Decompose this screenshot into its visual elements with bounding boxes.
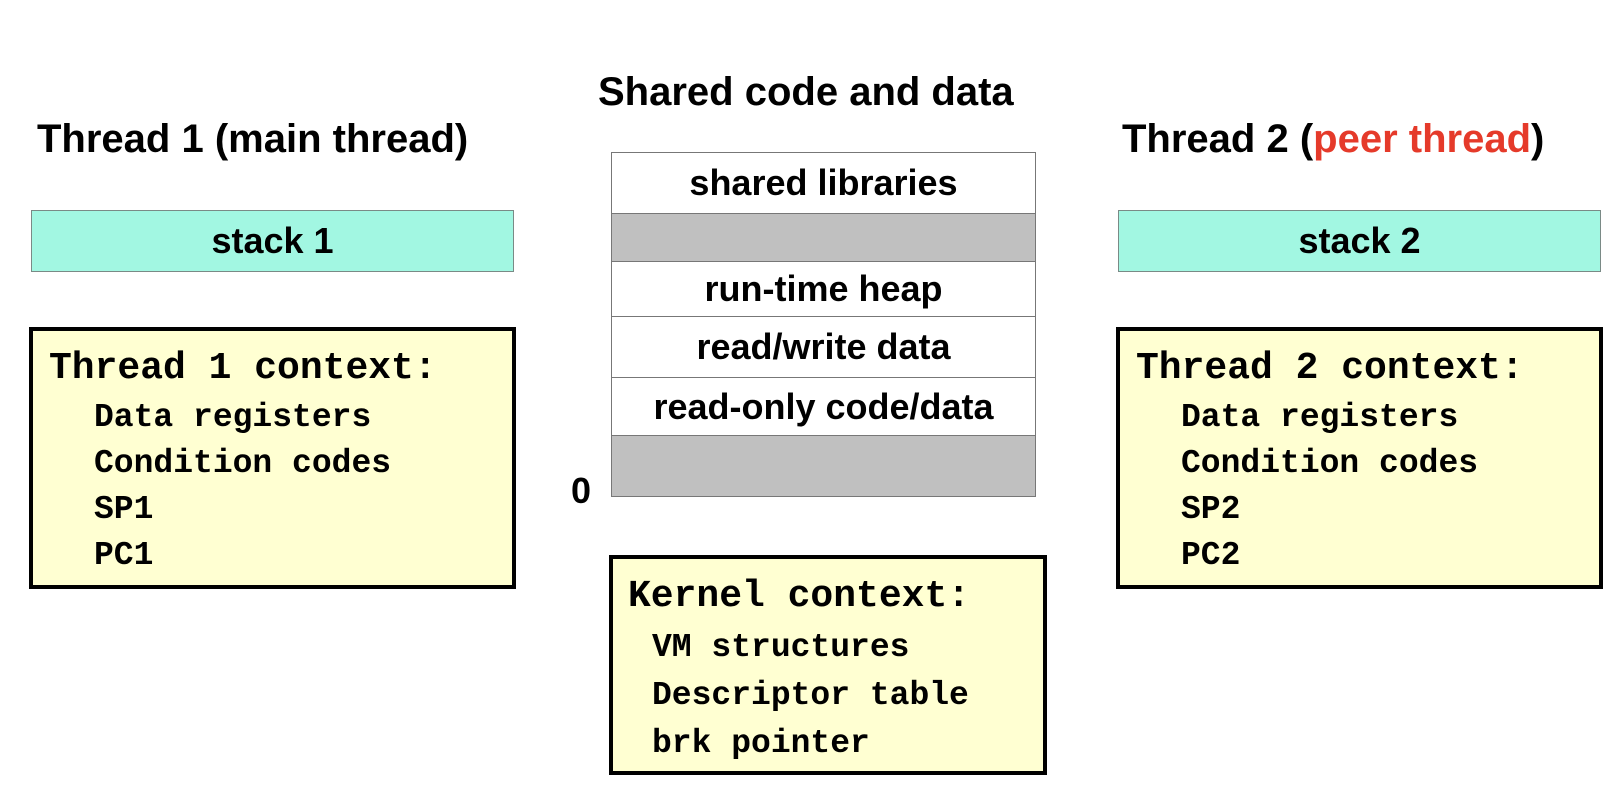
stack1-box: stack 1 <box>31 210 514 272</box>
segment-run-time-heap: run-time heap <box>612 262 1035 317</box>
thread2-context-title: Thread 2 context: <box>1136 347 1524 390</box>
stack2-label: stack 2 <box>1298 220 1421 261</box>
thread2-title-prefix: Thread 2 ( <box>1122 117 1314 161</box>
stack2-box: stack 2 <box>1118 210 1601 272</box>
thread1-context-box: Thread 1 context: Data registers Conditi… <box>29 327 516 589</box>
segment-read-only-code-data: read-only code/data <box>612 378 1035 436</box>
thread1-context-title: Thread 1 context: <box>49 347 437 390</box>
kernel-context-item: brk pointer <box>652 725 870 762</box>
thread2-context-item: PC2 <box>1181 537 1241 574</box>
segment-shared-libraries: shared libraries <box>612 153 1035 214</box>
kernel-context-title: Kernel context: <box>628 575 971 618</box>
thread2-title-suffix: ) <box>1531 117 1545 161</box>
thread1-title: Thread 1 (main thread) <box>37 117 469 161</box>
shared-title: Shared code and data <box>598 70 1014 114</box>
thread2-context-item: Data registers <box>1181 399 1459 436</box>
thread1-context-item: PC1 <box>94 537 154 574</box>
thread1-context-item: Data registers <box>94 399 372 436</box>
thread2-context-item: SP2 <box>1181 491 1241 528</box>
kernel-context-item: Descriptor table <box>652 677 969 714</box>
thread1-context-item: SP1 <box>94 491 154 528</box>
address-zero-label: 0 <box>571 470 592 511</box>
thread2-title-accent: peer thread <box>1313 117 1532 161</box>
stack1-label: stack 1 <box>211 220 334 261</box>
address-space: shared libraries run-time heap read/writ… <box>611 152 1036 497</box>
kernel-context-box: Kernel context: VM structures Descriptor… <box>609 555 1047 775</box>
segment-gap-lower <box>612 436 1035 496</box>
thread2-context-box: Thread 2 context: Data registers Conditi… <box>1116 327 1603 589</box>
thread2-context-item: Condition codes <box>1181 445 1479 482</box>
segment-gap-upper <box>612 214 1035 262</box>
segment-read-write-data: read/write data <box>612 317 1035 378</box>
thread1-context-item: Condition codes <box>94 445 392 482</box>
kernel-context-item: VM structures <box>652 629 910 666</box>
thread2-title: Thread 2 (peer thread) <box>1122 117 1544 162</box>
